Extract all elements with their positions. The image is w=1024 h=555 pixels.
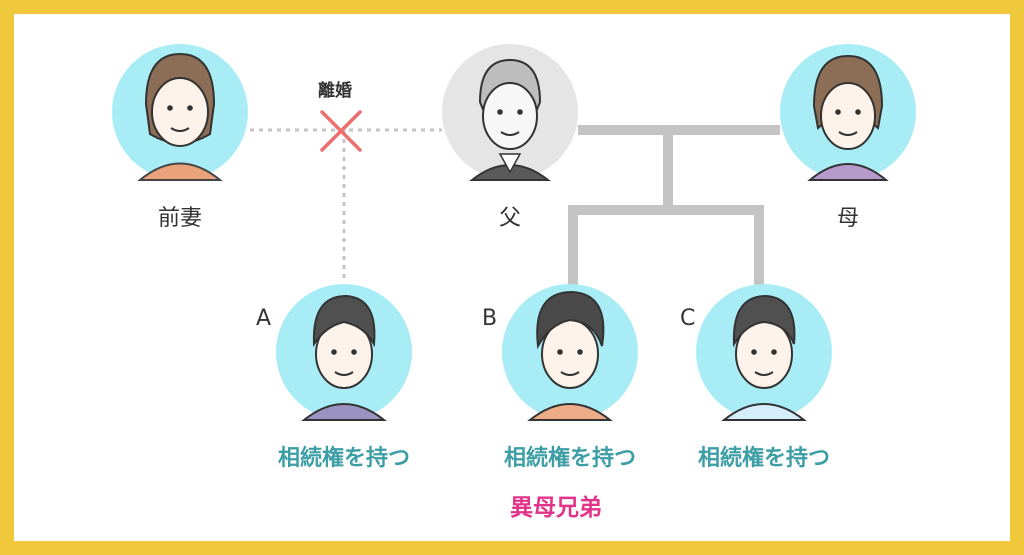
child-c-rights: 相続権を持つ — [697, 446, 830, 471]
divorce-label: 離婚 — [318, 81, 352, 101]
divorce-mark — [320, 110, 362, 152]
child-b-rights: 相続権を持つ — [503, 446, 636, 471]
child-a-rights: 相続権を持つ — [277, 446, 410, 471]
father-avatar — [442, 44, 578, 181]
ex-wife-avatar — [112, 44, 248, 181]
father-label: 父 — [498, 206, 521, 231]
mother-avatar — [780, 44, 916, 181]
ex-wife-label: 前妻 — [157, 206, 202, 231]
child-c-letter: C — [680, 306, 696, 331]
child-b-avatar — [502, 284, 638, 421]
child-c-avatar — [696, 284, 832, 421]
child-a-letter: A — [256, 306, 272, 331]
child-a-avatar — [276, 284, 412, 421]
child-b-letter: B — [482, 306, 498, 331]
half-sibling-label: 異母兄弟 — [510, 495, 602, 521]
mother-label: 母 — [836, 206, 859, 231]
